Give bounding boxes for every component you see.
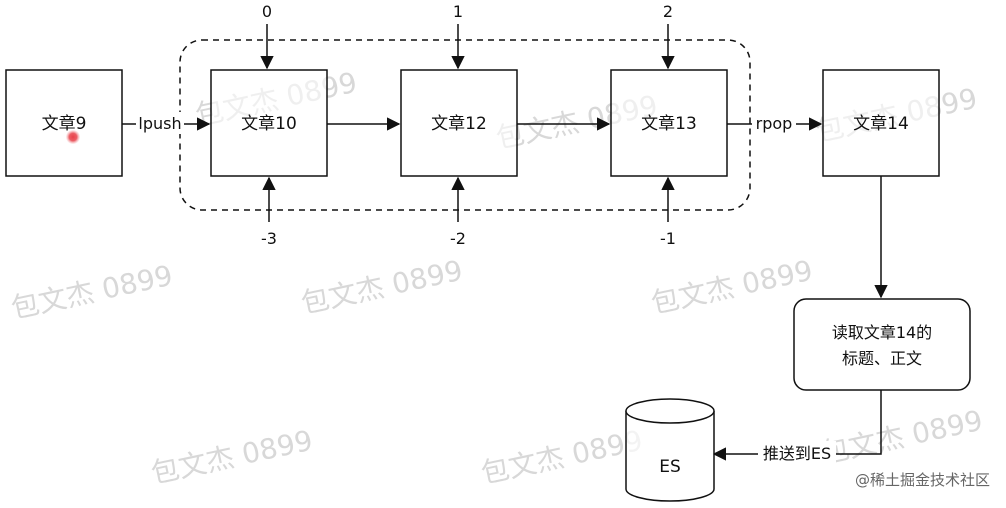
article-13-label: 文章13 [641, 114, 697, 134]
push-label-bg [758, 441, 836, 465]
article-14-box [822, 69, 940, 177]
site-watermark: @稀土掘金技术社区 [854, 471, 990, 489]
article-9-label: 文章9 [42, 114, 87, 134]
article-10-box [210, 69, 328, 177]
article-10-label: 文章10 [241, 114, 297, 134]
lpush-label-bg [136, 112, 184, 134]
read-content-line1: 读取文章14的 [832, 323, 932, 342]
article-14-label: 文章14 [853, 114, 909, 134]
watermark-text: 包文杰 0899 [148, 424, 315, 490]
watermark-text: 包文杰 0899 [298, 254, 465, 320]
read-content-box [793, 298, 971, 391]
push-to-es-label: 推送到ES [763, 444, 831, 463]
article-12-box [400, 69, 518, 177]
es-database-label: ES [659, 457, 681, 477]
watermark-text: 包文杰 0899 [818, 404, 985, 470]
es-database-icon [625, 398, 715, 502]
index-2-label: 2 [663, 2, 673, 21]
rpop-label: rpop [756, 114, 793, 133]
index-0-label: 0 [262, 2, 272, 21]
watermark-text: 包文杰 0899 [648, 254, 815, 320]
index-1-label: 1 [453, 2, 463, 21]
index-neg3-label: -3 [261, 229, 277, 248]
article-12-label: 文章12 [431, 114, 487, 134]
article-9-box [5, 69, 123, 177]
rpop-label-bg [752, 112, 796, 134]
cursor-indicator [66, 130, 80, 144]
watermark-text: 包文杰 0899 [8, 259, 175, 325]
index-neg2-label: -2 [450, 229, 466, 248]
read-content-line2: 标题、正文 [842, 349, 922, 368]
article-13-box [610, 69, 728, 177]
lpush-label: lpush [138, 114, 181, 133]
index-neg1-label: -1 [660, 229, 676, 248]
watermark-text: 包文杰 0899 [478, 424, 645, 490]
